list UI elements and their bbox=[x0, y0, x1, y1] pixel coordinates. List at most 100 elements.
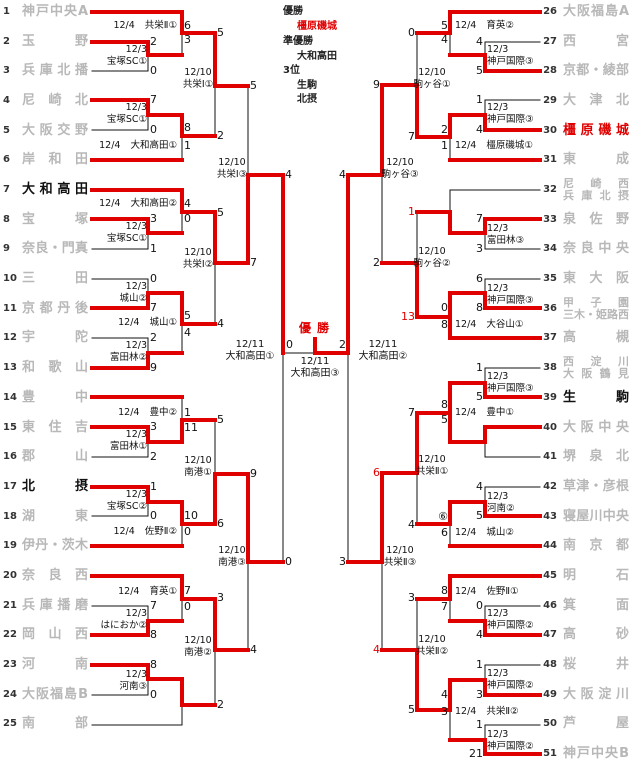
team-seed: 27 bbox=[543, 35, 557, 47]
team-name-line: 寝屋川中央 bbox=[563, 508, 629, 524]
match-date: 12/10 bbox=[184, 67, 212, 78]
team-name-line: 兵庫播磨 bbox=[22, 597, 88, 613]
match-date: 12/10 bbox=[184, 455, 212, 466]
team-name: 東大阪 bbox=[563, 272, 629, 286]
bracket-line bbox=[91, 605, 149, 622]
match-score: 1 bbox=[441, 139, 448, 152]
team-name-line: 奈良・門真 bbox=[22, 241, 88, 257]
winner-path bbox=[448, 738, 542, 756]
team-name-line: 草津・彦根 bbox=[563, 478, 629, 494]
team-seed: 1 bbox=[3, 6, 10, 17]
match-score: 2 bbox=[217, 129, 224, 142]
team-name-line: 岸和田 bbox=[22, 152, 88, 168]
match-score: 5 bbox=[217, 206, 224, 219]
team-name-line: 西宮 bbox=[563, 33, 629, 49]
team-name: 兵庫北播 bbox=[22, 64, 88, 78]
team-seed: 40 bbox=[543, 421, 557, 433]
team-seed: 18 bbox=[3, 510, 17, 522]
legend-champion: 橿原磯城 bbox=[297, 21, 337, 32]
legend-champion-label: 優勝 bbox=[283, 6, 303, 17]
match-score: 2 bbox=[150, 331, 157, 344]
match-score: 0 bbox=[184, 525, 191, 538]
match-score: 1 bbox=[476, 93, 483, 106]
match-venue: 佐野Ⅱ① bbox=[486, 586, 519, 597]
team-name: 郡山 bbox=[22, 450, 88, 464]
team-name: 泉佐野 bbox=[563, 212, 629, 227]
match-date: 12/4 bbox=[455, 319, 477, 330]
bracket-line bbox=[91, 337, 149, 354]
match-date: 12/4 bbox=[455, 20, 477, 31]
team-seed: 33 bbox=[543, 213, 557, 225]
match-score: 5 bbox=[476, 509, 483, 522]
team-seed: 30 bbox=[543, 124, 557, 136]
team-seed: 42 bbox=[543, 480, 557, 492]
team-name-line: 南部 bbox=[22, 716, 88, 732]
match-score: 3 bbox=[150, 420, 157, 433]
team-name-line: 三田 bbox=[22, 271, 88, 287]
match-score: 5 bbox=[217, 413, 224, 426]
match-date: 12/3 bbox=[487, 729, 509, 740]
match-score: 0 bbox=[150, 123, 157, 136]
team-seed: 29 bbox=[543, 95, 557, 107]
match-score: 8 bbox=[441, 318, 448, 331]
legend-third-1: 生駒 bbox=[297, 80, 317, 91]
match-date: 12/3 bbox=[125, 281, 147, 292]
team-name: 神戸中央B bbox=[563, 747, 629, 761]
team-seed: 44 bbox=[543, 540, 557, 552]
final-champion-mark: 優勝 bbox=[299, 321, 336, 335]
winner-path bbox=[90, 418, 217, 444]
match-date: 12/3 bbox=[487, 491, 509, 502]
team-name: 伊丹・茨木 bbox=[22, 539, 88, 553]
team-seed: 19 bbox=[3, 540, 17, 552]
team-name: 西宮 bbox=[563, 33, 629, 49]
team-seed: 8 bbox=[3, 213, 10, 225]
team-name: 芦屋 bbox=[563, 717, 629, 731]
team-seed: 16 bbox=[3, 451, 17, 463]
match-score: 7 bbox=[441, 600, 448, 613]
match-venue: 大和高田② bbox=[130, 198, 177, 209]
bracket-line bbox=[91, 704, 183, 726]
team-name-line: 大和高田 bbox=[22, 182, 88, 198]
match-score: 8 bbox=[150, 628, 157, 641]
team-name-line: 伊丹・茨木 bbox=[22, 538, 88, 554]
team-seed: 4 bbox=[3, 95, 10, 107]
match-score: 1 bbox=[184, 406, 191, 419]
team-name: 草津・彦根 bbox=[563, 478, 629, 494]
match-score: 3 bbox=[150, 212, 157, 225]
final-score: 2 bbox=[339, 338, 346, 351]
team-name-line: 奈良中央 bbox=[563, 241, 629, 257]
team-name-line: 京都丹後 bbox=[22, 300, 88, 316]
match-date: 12/4 bbox=[455, 140, 477, 151]
match-score: 1 bbox=[150, 242, 157, 255]
match-date: 12/4 bbox=[118, 407, 140, 418]
match-score: 7 bbox=[150, 599, 157, 612]
match-score: 0 bbox=[476, 599, 483, 612]
match-date: 12/4 bbox=[113, 20, 135, 31]
match-date: 12/3 bbox=[125, 340, 147, 351]
match-score: 0 bbox=[150, 64, 157, 77]
team-name: 奈良西 bbox=[22, 568, 88, 583]
match-score: 7 bbox=[150, 301, 157, 314]
team-name-line: 三木・姫路西 bbox=[563, 307, 629, 321]
match-score: 0 bbox=[285, 555, 292, 568]
match-score: 3 bbox=[339, 555, 346, 568]
match-score: 3 bbox=[217, 591, 224, 604]
bracket-line bbox=[91, 114, 149, 131]
match-venue: 城山② bbox=[119, 293, 147, 304]
match-score: 9 bbox=[250, 467, 257, 480]
winner-path bbox=[90, 10, 250, 88]
match-venue: 南港① bbox=[184, 467, 212, 478]
match-score: 4 bbox=[250, 643, 257, 656]
